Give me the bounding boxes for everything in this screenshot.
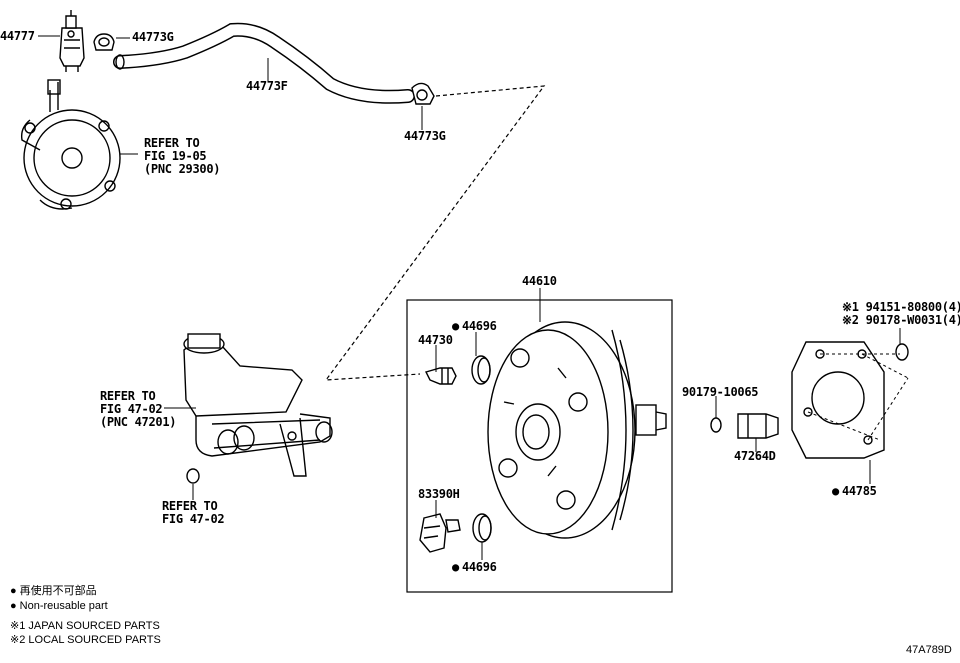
vacuum-pump: [20, 79, 121, 210]
refer-master-line2: FIG 47-02: [100, 402, 163, 416]
legend-en: Non-reusable part: [10, 599, 108, 613]
part-label-47264d: 47264D: [734, 449, 776, 463]
ref-label-90178: ※2 90178-W0031(4): [842, 313, 960, 327]
vacuum-sensor-83390h: [419, 513, 461, 553]
connector-44777: [59, 10, 85, 72]
gasket-44785: [791, 341, 909, 459]
refer-fig-line1: REFER TO: [162, 499, 218, 513]
part-label-44773g-top: 44773G: [132, 30, 174, 44]
leader-lines: [38, 35, 901, 560]
grommet-small: [186, 468, 200, 484]
legend-note2: ※2 LOCAL SOURCED PARTS: [10, 634, 161, 646]
refer-pump-line1: REFER TO: [144, 136, 200, 150]
part-label-83390h: 83390H: [418, 487, 460, 501]
bracket-47264d: [737, 413, 779, 439]
part-label-44773f: 44773F: [246, 79, 288, 93]
check-valve-44730: [424, 367, 457, 385]
part-label-44773g-mid: 44773G: [404, 129, 446, 143]
part-label-44730: 44730: [418, 333, 453, 347]
part-label-44777: 44777: [0, 29, 35, 43]
part-44696-top-text: 44696: [461, 319, 497, 333]
part-label-44785: 44785: [832, 485, 877, 498]
part-44785-text: 44785: [841, 484, 877, 498]
master-cylinder: [183, 333, 333, 477]
nut-90179: [710, 417, 722, 433]
part-44696-bottom-text: 44696: [461, 560, 497, 574]
ref-label-94151: ※1 94151-80800(4): [842, 300, 960, 314]
legend-note1: ※1 JAPAN SOURCED PARTS: [10, 620, 160, 632]
refer-pump-line2: FIG 19-05: [144, 149, 207, 163]
refer-fig-line2: FIG 47-02: [162, 512, 225, 526]
refer-master-line3: (PNC 47201): [100, 415, 177, 429]
diagram-id: 47A789D: [906, 644, 952, 656]
clip-44773g-mid: [411, 82, 435, 105]
refer-pump-line3: (PNC 29300): [144, 162, 221, 176]
legend-en-text: Non-reusable part: [19, 600, 108, 612]
part-label-44610: 44610: [522, 274, 557, 288]
refer-master-line1: REFER TO: [100, 389, 156, 403]
part-label-44696-top: 44696: [452, 320, 497, 333]
grommet-44696-bottom: [472, 513, 492, 543]
brake-booster-44610: [487, 321, 667, 539]
hose-44773f: [113, 22, 415, 104]
dashed-vacuum-line: [324, 85, 546, 381]
part-label-44696-bottom: 44696: [452, 561, 497, 574]
clip-44773g-top: [93, 33, 115, 51]
legend-jp-text: 再使用不可部品: [19, 585, 97, 597]
legend-jp: 再使用不可部品: [10, 584, 97, 598]
grommet-44696-top: [471, 355, 491, 385]
part-label-90179: 90179-10065: [682, 385, 759, 399]
